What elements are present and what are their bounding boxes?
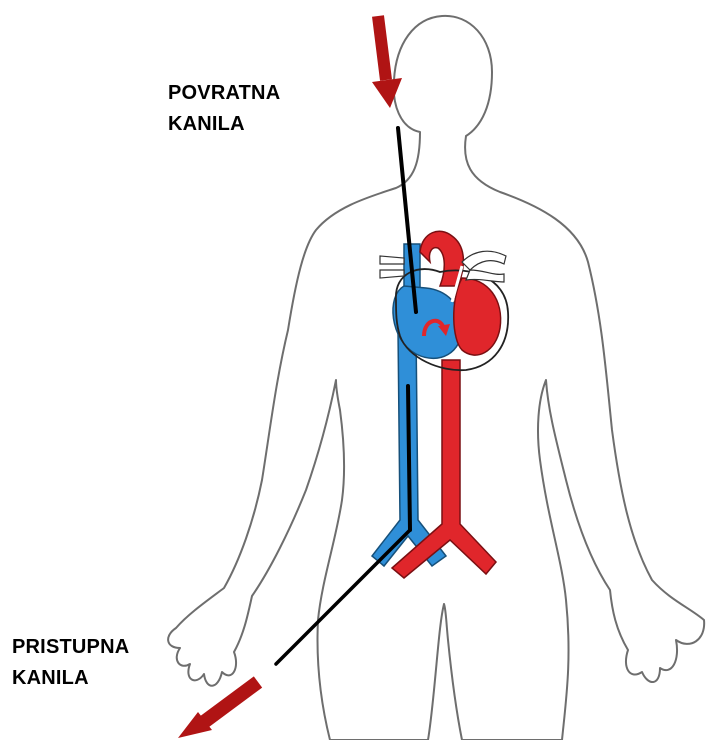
return-flow-arrow-icon [372, 16, 402, 108]
access-cannula-line [276, 530, 410, 664]
aortic-arch [420, 231, 463, 286]
return-cannula-label-line1: POVRATNA [168, 78, 280, 109]
access-cannula-label-line1: PRISTUPNA [12, 632, 129, 663]
left-ventricle [454, 278, 501, 355]
return-cannula-label-line2: KANILA [168, 109, 280, 140]
access-cannula-inner [408, 386, 410, 530]
access-cannula-label-line2: KANILA [12, 663, 129, 694]
access-flow-arrow-icon [178, 682, 258, 738]
access-cannula-label: PRISTUPNA KANILA [12, 632, 129, 694]
return-cannula-label: POVRATNA KANILA [168, 78, 280, 140]
